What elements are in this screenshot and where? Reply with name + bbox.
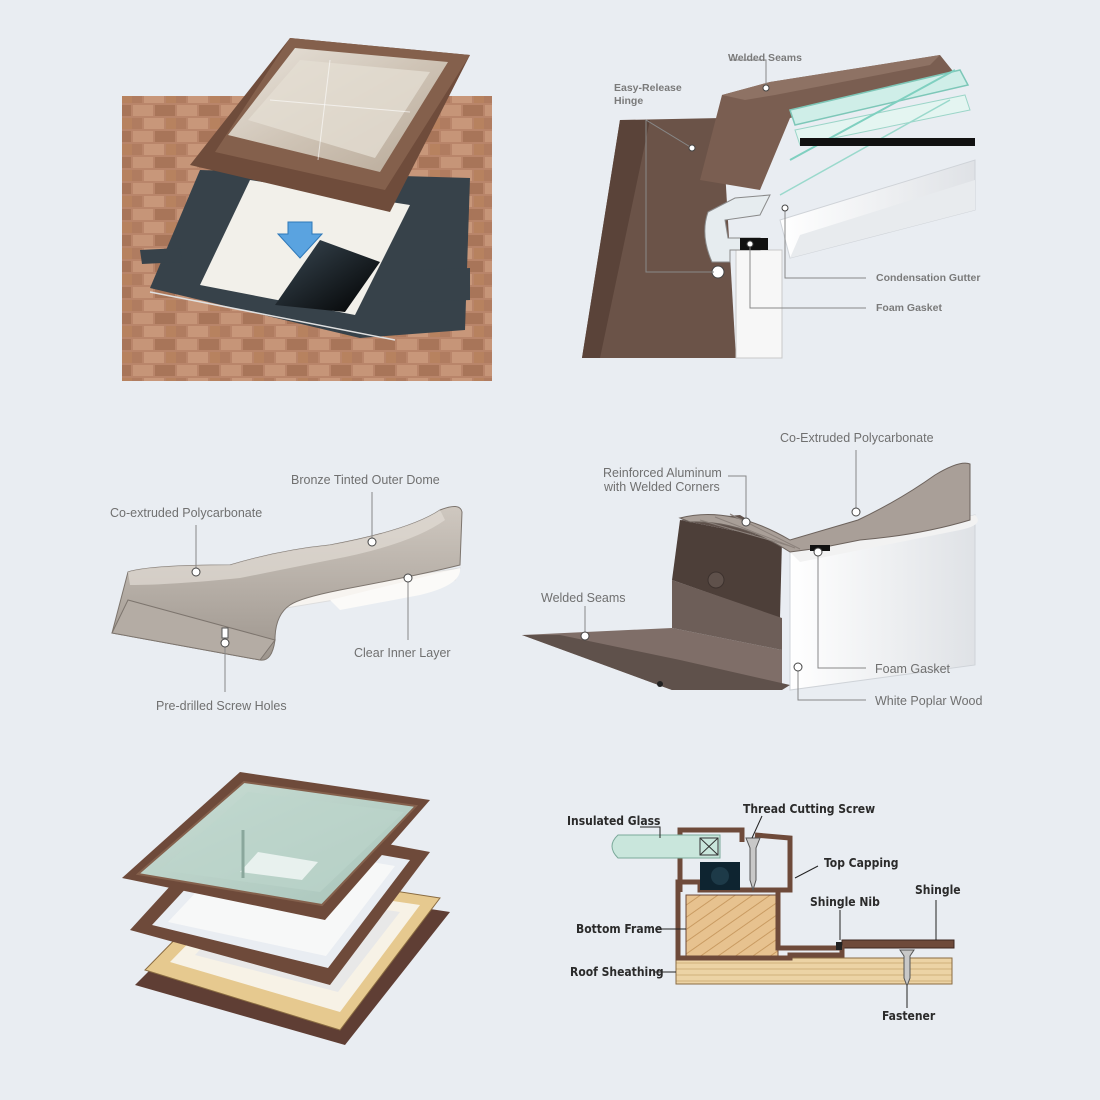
- panel-dome-profile: Bronze Tinted Outer Dome Co-extruded Pol…: [110, 473, 463, 713]
- label-bottom-frame: Bottom Frame: [576, 922, 662, 936]
- label-screw-holes: Pre-drilled Screw Holes: [156, 699, 287, 713]
- label-hinge: Hinge: [614, 95, 643, 107]
- label-foam-gasket: Foam Gasket: [875, 662, 951, 676]
- section-top-capping: [754, 832, 793, 893]
- label-clear-inner: Clear Inner Layer: [354, 646, 451, 660]
- panel-exploded-view: [122, 772, 450, 1045]
- label-reinforced: Reinforced Aluminum: [603, 466, 722, 480]
- label-co-extruded-right: Co-Extruded Polycarbonate: [780, 431, 934, 445]
- panel-hinge-section: Welded Seams Easy-Release Hinge Condensa…: [582, 52, 980, 359]
- label-co-extruded-left: Co-extruded Polycarbonate: [110, 506, 262, 520]
- label-roof-sheathing: Roof Sheathing: [570, 965, 664, 979]
- section-roof-sheathing: [675, 957, 953, 985]
- label-welded-corners: with Welded Corners: [603, 480, 720, 494]
- label-poplar-wood: White Poplar Wood: [875, 694, 983, 708]
- label-condensation-gutter: Condensation Gutter: [876, 272, 980, 284]
- hinge-glass: [789, 69, 970, 126]
- curb-dome-polycarbonate: [678, 462, 971, 553]
- label-shingle-nib: Shingle Nib: [810, 895, 880, 909]
- section-capping-profile: [677, 827, 745, 892]
- panel-technical-section: Insulated Glass Thread Cutting Screw Top…: [567, 802, 961, 1023]
- down-arrow-icon: [276, 221, 324, 259]
- section-thread-screw: [745, 837, 761, 892]
- label-welded-seams-top: Welded Seams: [728, 52, 802, 64]
- label-easy-release: Easy-Release: [614, 82, 682, 94]
- label-insulated-glass: Insulated Glass: [567, 814, 660, 828]
- panel-roof-installation: [122, 38, 492, 381]
- label-foam-gasket-top: Foam Gasket: [876, 302, 942, 314]
- section-fastener: [899, 949, 915, 988]
- label-thread-screw: Thread Cutting Screw: [743, 802, 875, 816]
- hinge-curb: [735, 249, 783, 359]
- label-top-capping: Top Capping: [824, 856, 898, 870]
- label-shingle: Shingle: [915, 883, 961, 897]
- panel-curb-profile: Co-Extruded Polycarbonate Reinforced Alu…: [522, 431, 983, 708]
- section-insulated-glass: [611, 834, 721, 859]
- section-shingle: [841, 939, 955, 949]
- label-bronze-dome: Bronze Tinted Outer Dome: [291, 473, 440, 487]
- label-fastener: Fastener: [882, 1009, 936, 1023]
- section-bottom-frame: [685, 894, 779, 959]
- label-welded-seams-right: Welded Seams: [541, 591, 626, 605]
- roof-opening-hole: [275, 240, 380, 312]
